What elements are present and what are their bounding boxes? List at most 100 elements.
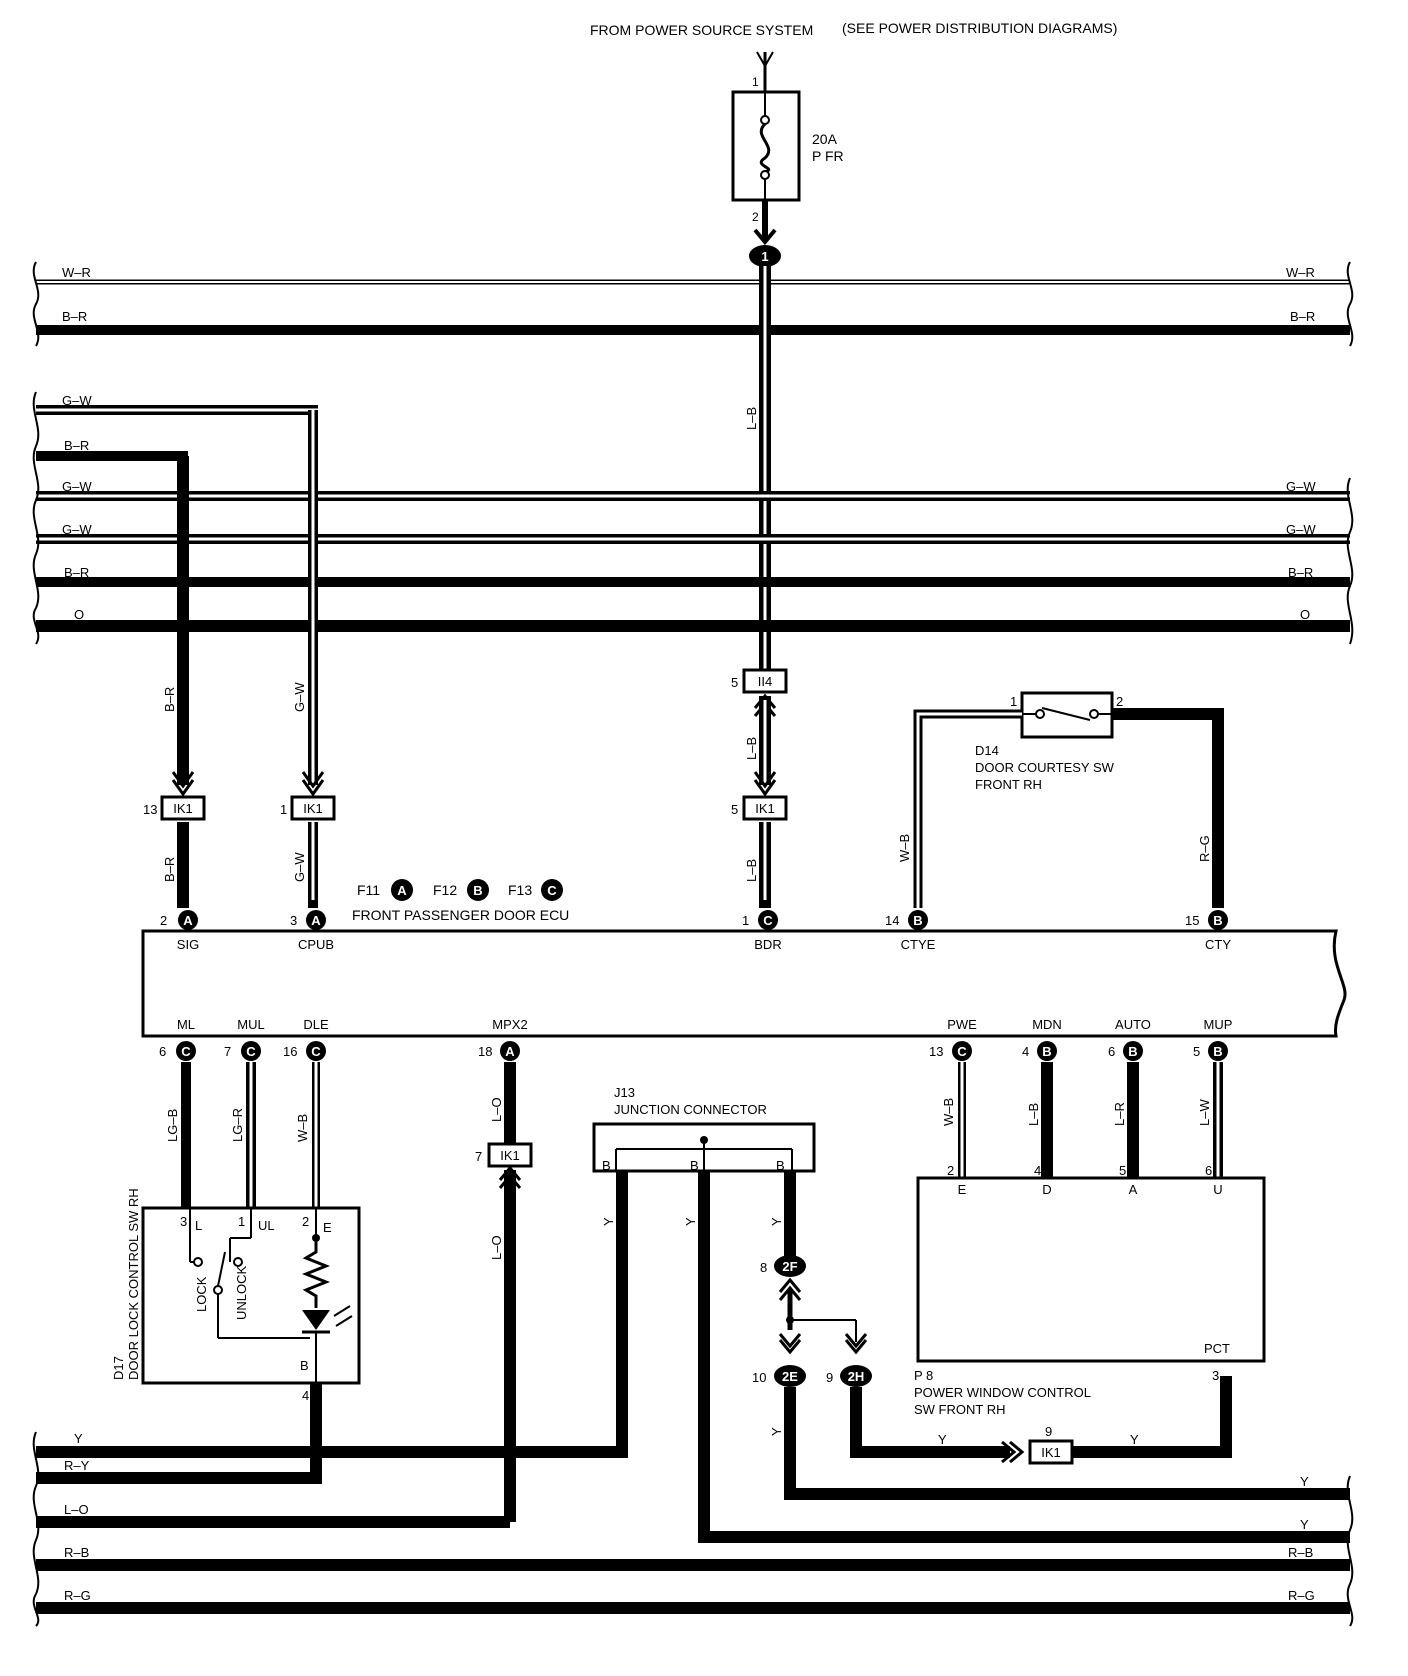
svg-text:B: B bbox=[1128, 1044, 1137, 1059]
wire-mpx2-label-lower: L–O bbox=[489, 1235, 504, 1260]
wire-j13-y3-label: Y bbox=[769, 1217, 784, 1226]
ecu-pin-bdr-label: BDR bbox=[754, 937, 781, 952]
svg-text:A: A bbox=[397, 883, 407, 898]
d17-name: DOOR LOCK CONTROL SW RH bbox=[126, 1188, 141, 1380]
bottom-left-wire-3: L–O bbox=[64, 1502, 89, 1517]
wire-mdn-label: L–B bbox=[1026, 1103, 1041, 1126]
wire-pwe-label: W–B bbox=[941, 1098, 956, 1126]
ecu-ref-3-code: F13 bbox=[508, 882, 532, 898]
ecu-pin-pwe-label: PWE bbox=[947, 1017, 977, 1032]
bottom-left-wire-5: R–G bbox=[64, 1588, 91, 1603]
wire-sig-label-lower: B–R bbox=[162, 857, 177, 882]
fuse-name: P FR bbox=[812, 148, 844, 164]
ik1-sig-connector: IK1 bbox=[160, 795, 206, 821]
j13-term-3: B bbox=[776, 1158, 785, 1173]
ecu-pin-sig-label: SIG bbox=[177, 937, 199, 952]
d17-lock-switch bbox=[141, 1206, 361, 1385]
svg-text:B: B bbox=[1213, 1044, 1222, 1059]
ii4-label: II4 bbox=[758, 674, 772, 689]
ecu-pin-cpub-label: CPUB bbox=[298, 937, 334, 952]
wire-dle-label: W–B bbox=[295, 1114, 310, 1142]
mid-left-wire-5: B–R bbox=[64, 565, 89, 580]
p8-term-e: E bbox=[958, 1182, 967, 1197]
d17-pin-l: 3 bbox=[180, 1214, 187, 1229]
wire-ctye-label: W–B bbox=[897, 834, 912, 862]
fuse-rating: 20A bbox=[812, 131, 838, 147]
svg-text:C: C bbox=[547, 883, 557, 898]
p8-term-a: A bbox=[1129, 1182, 1138, 1197]
svg-text:C: C bbox=[246, 1044, 256, 1059]
d17-term-l: L bbox=[195, 1218, 202, 1233]
ik1-sig-pin: 13 bbox=[143, 802, 157, 817]
d17-term-e: E bbox=[323, 1220, 332, 1235]
ecu-pin-mdn-num: 4 bbox=[1022, 1044, 1029, 1059]
wire-cpub bbox=[301, 410, 325, 908]
p8-term-d: D bbox=[1042, 1182, 1051, 1197]
ecu-pin-mpx2-label: MPX2 bbox=[492, 1017, 527, 1032]
ecu-ref-3-badge: C bbox=[541, 879, 563, 901]
ik1-cpub-connector: IK1 bbox=[290, 795, 336, 821]
d14-code: D14 bbox=[975, 743, 999, 758]
ik1-cpub-pin: 1 bbox=[280, 802, 287, 817]
svg-text:B: B bbox=[1213, 913, 1222, 928]
d17-pin-e: 2 bbox=[302, 1214, 309, 1229]
ik1-bdr-label: IK1 bbox=[755, 801, 775, 816]
ecu-pin-dle-num: 16 bbox=[283, 1044, 297, 1059]
ecu-pin-mul-label: MUL bbox=[237, 1017, 264, 1032]
wire-2h-label-right: Y bbox=[1130, 1432, 1139, 1447]
d17-term-b: B bbox=[300, 1358, 309, 1373]
wire-pct-y bbox=[1072, 1376, 1232, 1458]
d17-code: D17 bbox=[111, 1356, 126, 1380]
mid-left-wire-3: G–W bbox=[62, 479, 92, 494]
svg-text:2F: 2F bbox=[782, 1259, 797, 1274]
ecu-pin-bdr: C bbox=[758, 910, 778, 930]
ecu-pin-ml-label: ML bbox=[177, 1017, 195, 1032]
wire-cty-label: R–G bbox=[1197, 835, 1212, 862]
wire-j13-y1-label: Y bbox=[601, 1217, 616, 1226]
svg-text:C: C bbox=[181, 1044, 191, 1059]
p8-name-2: SW FRONT RH bbox=[914, 1402, 1005, 1417]
mid-left-wire-2: B–R bbox=[64, 438, 89, 453]
mid-left-wire-4: G–W bbox=[62, 522, 92, 537]
wire-auto-label: L–R bbox=[1112, 1102, 1127, 1126]
ecu-ref-1-code: F11 bbox=[357, 882, 380, 898]
wire-j13-y2 bbox=[698, 1171, 1350, 1543]
j13-connector bbox=[592, 1122, 816, 1173]
mid-right-wire-1: G–W bbox=[1286, 479, 1316, 494]
ecu-bottom-pins: ML C 6 MUL C 7 DLE C 16 MPX2 A 18 PWE C … bbox=[159, 1017, 1232, 1061]
connector-2e: 2E bbox=[774, 1365, 806, 1387]
wire-mup-label: L–W bbox=[1197, 1099, 1212, 1126]
ecu-pin-cty-label: CTY bbox=[1205, 937, 1231, 952]
bottom-right-wire-3: R–B bbox=[1288, 1545, 1313, 1560]
ecu-pin-cpub: A bbox=[306, 910, 326, 930]
p8-pin-a: 5 bbox=[1119, 1163, 1126, 1178]
bottom-left-wire-4: R–B bbox=[64, 1545, 89, 1560]
ecu-pin-mup-label: MUP bbox=[1204, 1017, 1233, 1032]
svg-text:2E: 2E bbox=[782, 1369, 798, 1384]
wire-bdr-label-upper: L–B bbox=[744, 407, 759, 430]
wire-ctye bbox=[913, 709, 1022, 908]
ecu-pin-ctye-num: 14 bbox=[885, 913, 899, 928]
ecu-pin-ctye-label: CTYE bbox=[901, 937, 936, 952]
svg-text:C: C bbox=[311, 1044, 321, 1059]
ik1-sig-label: IK1 bbox=[173, 801, 193, 816]
d14-name-2: FRONT RH bbox=[975, 777, 1042, 792]
wire-sig bbox=[171, 456, 195, 908]
connector-2h: 2H bbox=[840, 1365, 872, 1387]
ecu-pin-mpx2-num: 18 bbox=[478, 1044, 492, 1059]
ecu-pin-ml-num: 6 bbox=[159, 1044, 166, 1059]
d14-name-1: DOOR COURTESY SW bbox=[975, 760, 1115, 775]
connector-2f: 2F bbox=[774, 1255, 868, 1355]
svg-text:B: B bbox=[1042, 1044, 1051, 1059]
d14-pin2: 2 bbox=[1116, 694, 1123, 709]
p8-body bbox=[916, 1176, 1266, 1363]
ii4-connector: II4 bbox=[742, 668, 788, 797]
ecu-pin-ctye: B bbox=[908, 910, 928, 930]
bottom-right-wire-4: R–G bbox=[1288, 1588, 1315, 1603]
mid-right-wire-4: O bbox=[1300, 607, 1310, 622]
mid-left-wire-6: O bbox=[74, 607, 84, 622]
wire-j13-y2-label: Y bbox=[683, 1217, 698, 1226]
ik1-2h-connector: IK1 bbox=[1001, 1439, 1074, 1465]
ecu-pin-bdr-num: 1 bbox=[742, 913, 749, 928]
